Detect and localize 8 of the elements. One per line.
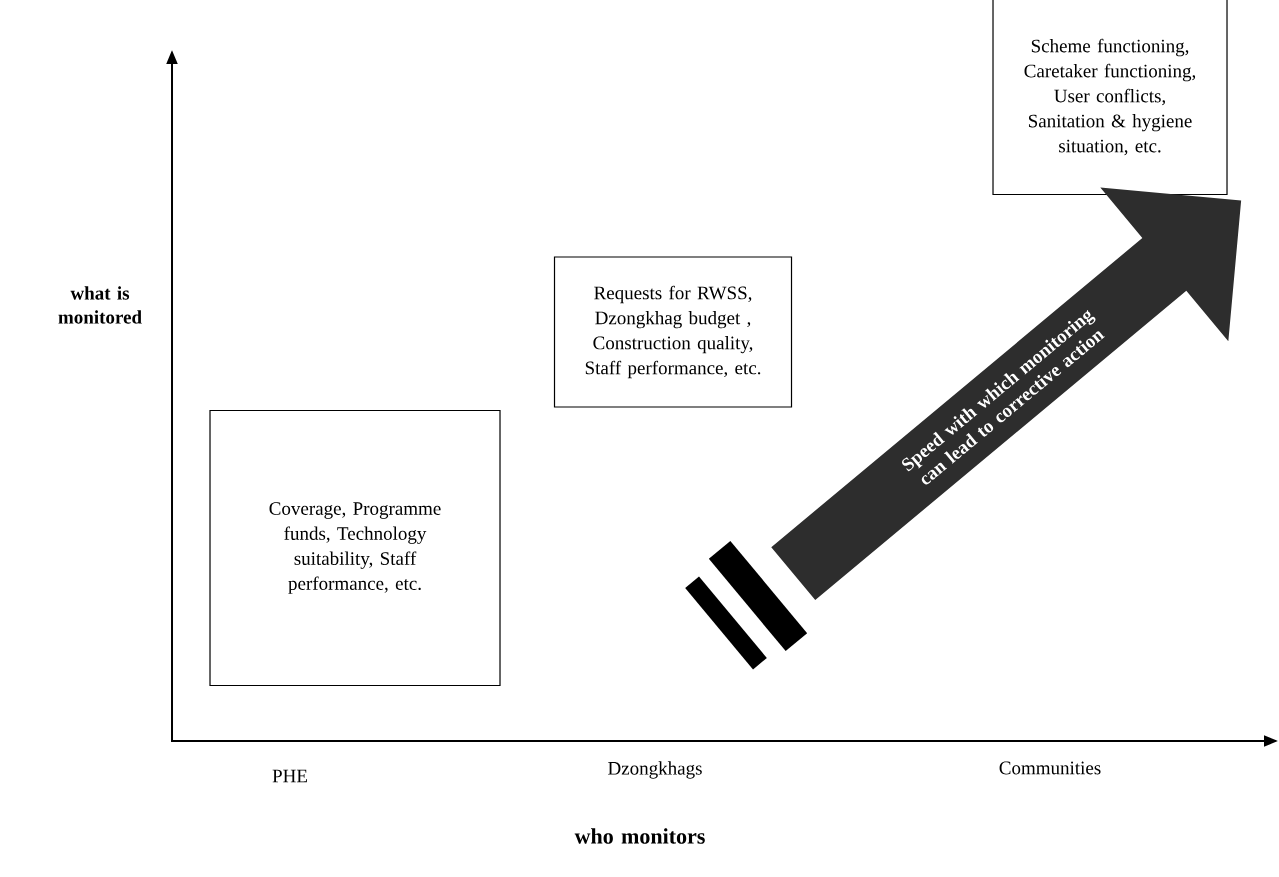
category-label: Communities xyxy=(999,761,1101,775)
axis-label: who monitors xyxy=(574,828,705,844)
category-label: PHE xyxy=(272,769,307,783)
axis-label: what is monitored xyxy=(58,286,142,324)
text-box: Requests for RWSS, Dzongkhag budget , Construction quality, Staff performance, etc. xyxy=(553,256,793,408)
text-box: Scheme functioning, Caretaker functioning, User conflicts, Sanitation & hygiene situation, etc. xyxy=(992,0,1228,196)
text-box: Coverage, Programme funds, Technology suitability, Staff performance, etc. xyxy=(209,409,501,687)
category-label: Dzongkhags xyxy=(608,761,702,779)
